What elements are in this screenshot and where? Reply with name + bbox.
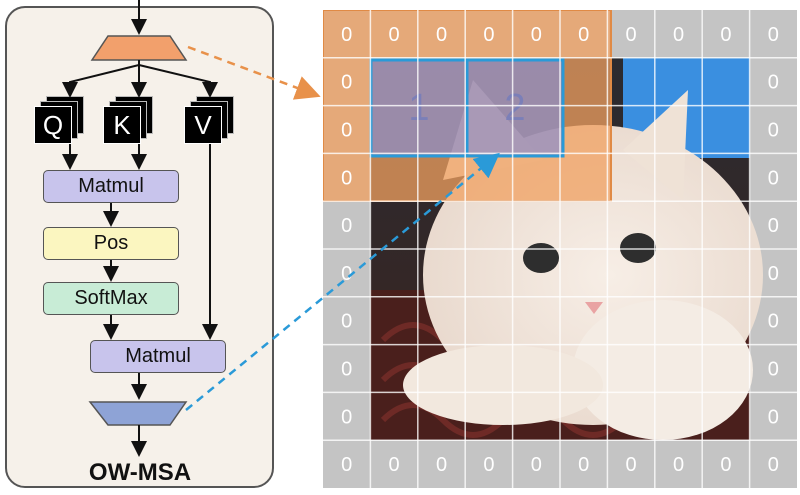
diagram-title: OW-MSA [88,459,192,486]
pad-zero: 0 [531,24,542,46]
orange-dashed-arrow [187,45,321,100]
k-label: K [103,106,141,144]
pad-zero: 0 [578,24,589,46]
pad-zero: 0 [341,454,352,476]
pad-zeros: 0 0 0 0 0 0 0 0 0 0 0 0 0 0 0 0 0 0 0 0 0 0 0 0 0 0 0 0 0 0 0 0 0 0 0 0 [341,24,779,476]
pad-zero: 0 [389,24,400,46]
branch-v [138,64,218,98]
pad-zero: 0 [578,454,589,476]
grid-svg: 1 2 0 0 0 0 0 0 0 0 0 0 0 0 0 0 0 0 0 0 0 0 0 0 0 0 0 0 0 0 0 0 0 0 0 0 0 0 [322,9,797,488]
pad-zero: 0 [341,263,352,285]
patch-2 [465,58,565,158]
blue-dashed-arrow [185,152,500,411]
branch-q [62,60,140,98]
pad-zero: 0 [483,24,494,46]
pad-zero: 0 [768,167,779,189]
top-trapezoid [90,35,188,61]
pad-zero: 0 [768,263,779,285]
pad-zero: 0 [673,454,684,476]
pad-zero: 0 [768,215,779,237]
pad-zero: 0 [341,311,352,333]
pad-zero: 0 [436,454,447,476]
softmax-box: SoftMax [43,282,179,315]
patch-label-2: 2 [504,87,525,129]
matmul-box-1: Matmul [43,170,179,203]
pad-zero: 0 [768,311,779,333]
padded-image-grid: 1 2 0 0 0 0 0 0 0 0 0 0 0 0 0 0 0 0 0 0 0 0 0 0 0 0 0 0 0 0 0 0 0 0 0 0 0 0 [322,9,797,488]
bottom-trapezoid [88,401,188,426]
pad-zero: 0 [436,24,447,46]
pad-zero: 0 [341,72,352,94]
pad-zero: 0 [341,167,352,189]
patch-label-1: 1 [408,87,429,129]
pad-zero: 0 [341,406,352,428]
pad-zero: 0 [720,454,731,476]
v-label: V [184,106,222,144]
pad-zero: 0 [531,454,542,476]
pad-zero: 0 [341,359,352,381]
pad-zero: 0 [768,406,779,428]
pad-zero: 0 [341,24,352,46]
matmul-box-2: Matmul [90,340,226,373]
pad-zero: 0 [720,24,731,46]
pad-zero: 0 [626,24,637,46]
pad-zero: 0 [673,24,684,46]
pad-zero: 0 [768,24,779,46]
pad-zero: 0 [768,72,779,94]
pad-zero: 0 [626,454,637,476]
grid-lines [323,10,797,488]
pad-zero: 0 [389,454,400,476]
pad-zero: 0 [768,359,779,381]
pad-zero: 0 [768,454,779,476]
pad-zero: 0 [341,120,352,142]
pad-zero: 0 [483,454,494,476]
q-label: Q [34,106,72,144]
pos-box: Pos [43,227,179,260]
pad-zero: 0 [341,215,352,237]
pad-zero: 0 [768,120,779,142]
